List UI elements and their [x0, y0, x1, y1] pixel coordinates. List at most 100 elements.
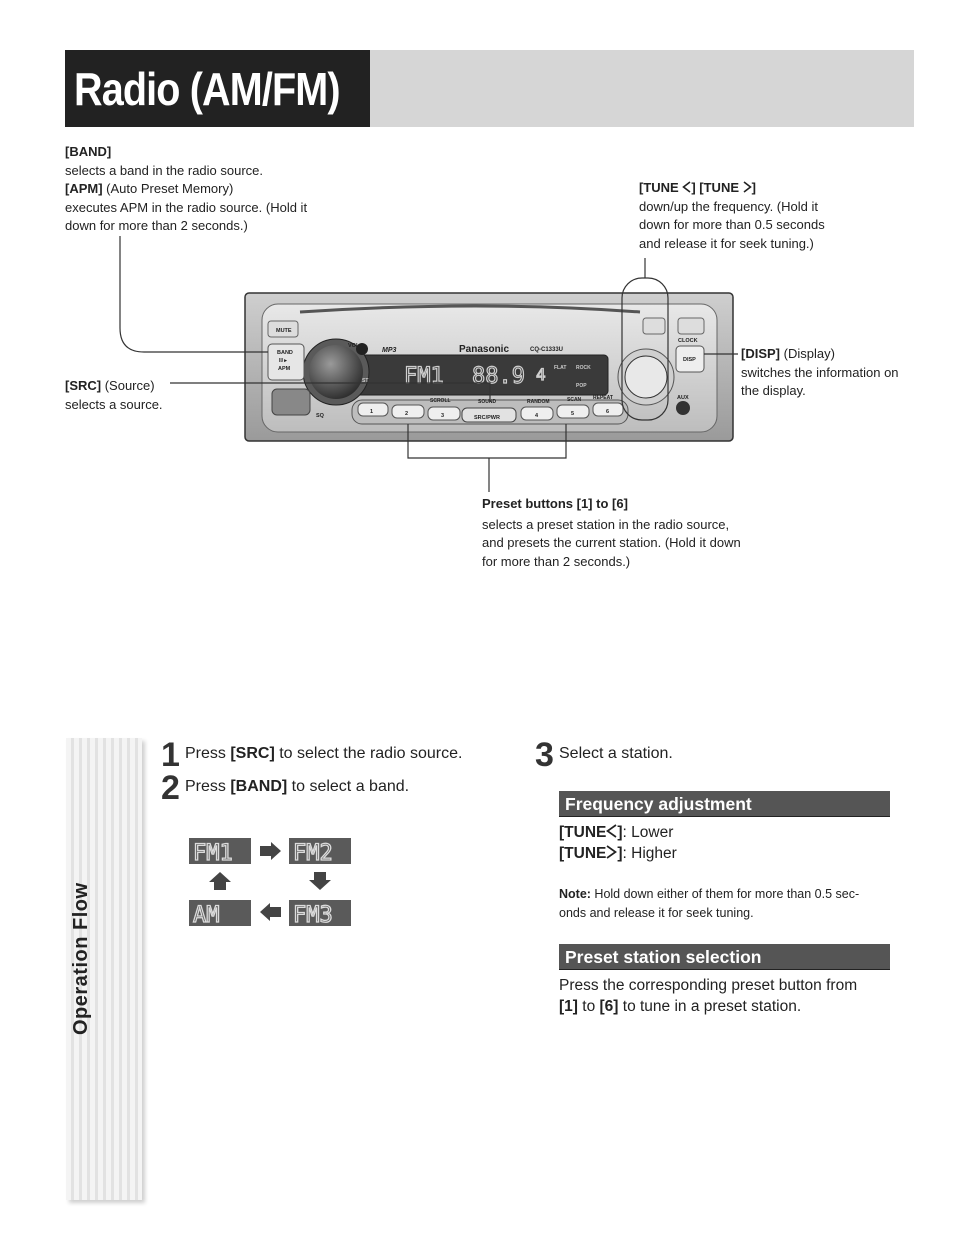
- mute-label: MUTE: [276, 328, 292, 334]
- apm-key-suffix: (Auto Preset Memory): [102, 181, 234, 196]
- apm-label: APM: [278, 366, 291, 372]
- step-2-text: Press [BAND] to select a band.: [185, 778, 409, 796]
- preset-selection-heading: Preset station selection: [559, 944, 890, 970]
- arrow-left-icon: [260, 903, 281, 921]
- src-pwr-button[interactable]: [461, 407, 517, 423]
- preset-mid: to: [577, 998, 600, 1015]
- src-leader-line: [170, 382, 491, 402]
- step-1-pre: Press: [185, 745, 231, 762]
- disp-key-suffix: (Display): [780, 346, 835, 361]
- chevron-left-icon: [606, 824, 617, 838]
- disp-callout: [DISP] (Display) switches the informatio…: [741, 345, 931, 401]
- display-channel-readout: 4: [536, 365, 546, 384]
- band-callout: [BAND] selects a band in the radio sourc…: [65, 143, 325, 236]
- model-label: CQ-C1333U: [530, 347, 563, 353]
- disp-desc-1: switches the information on: [741, 364, 899, 380]
- clock-button[interactable]: [677, 317, 705, 335]
- preset-desc-2: and presets the current station. (Hold i…: [482, 535, 741, 550]
- preset-button-6[interactable]: [592, 402, 624, 417]
- arrow-right-icon: [260, 842, 281, 860]
- repeat-label: REPEAT: [593, 395, 613, 401]
- note-line-2: onds and release it for seek tuning.: [559, 906, 754, 920]
- tune-higher-text: : Higher: [622, 845, 677, 862]
- preset-label-5: 5: [571, 411, 574, 417]
- frequency-note: Note: Hold down either of them for more …: [559, 885, 889, 923]
- preset-post: to tune in a preset station.: [618, 998, 802, 1015]
- preset-buttons[interactable]: [357, 402, 624, 423]
- band-label: BAND: [277, 350, 293, 356]
- tune-lower-text: : Lower: [622, 824, 674, 841]
- disp-label: DISP: [683, 357, 696, 363]
- tune-key-b: ] [TUNE: [691, 180, 743, 195]
- tune-lower-key: [TUNE: [559, 824, 607, 841]
- tune-pad[interactable]: [624, 355, 668, 399]
- band-am-box: [189, 900, 251, 926]
- note-label: Note:: [559, 887, 591, 901]
- tune-callout: [TUNE ] [TUNE ] down/up the frequency. (…: [639, 179, 849, 253]
- tune-lower-key-end: ]: [617, 824, 623, 841]
- src-desc: selects a source.: [65, 396, 163, 412]
- preset-label-3: 3: [441, 413, 444, 419]
- preset-button-5[interactable]: [556, 404, 590, 419]
- random-label: RANDOM: [527, 399, 550, 405]
- scan-label: SCAN: [567, 397, 582, 403]
- preset-button-3[interactable]: [427, 406, 461, 421]
- src-pwr-label: SRC/PWR: [474, 415, 500, 421]
- preset-label-1: 1: [370, 409, 373, 415]
- aux-jack: [676, 401, 690, 415]
- preset-desc-1: selects a preset station in the radio so…: [482, 516, 730, 532]
- step-2-post: to select a band.: [287, 778, 410, 795]
- band-desc: selects a band in the radio source.: [65, 162, 264, 178]
- preset-button-1[interactable]: [357, 402, 389, 417]
- operation-flow-tab: [66, 738, 142, 1200]
- src-key-suffix: (Source): [101, 378, 155, 393]
- flat-indicator: FLAT: [554, 365, 566, 371]
- tune-desc-1: down/up the frequency. (Hold it: [639, 198, 818, 214]
- disp-button[interactable]: [675, 345, 705, 373]
- st-indicator: ST: [362, 378, 368, 384]
- tune-key-c: ]: [751, 180, 756, 195]
- step-1-post: to select the radio source.: [274, 745, 463, 762]
- apm-desc-2: down for more than 2 seconds.): [65, 218, 248, 233]
- step-2-pre: Press: [185, 778, 231, 795]
- mute-button[interactable]: [267, 320, 299, 338]
- preset-callout: Preset buttons [1] to [6] selects a pres…: [482, 495, 772, 571]
- scroll-label: SCROLL: [430, 398, 451, 404]
- band-fm3-box: [289, 900, 351, 926]
- sq-button[interactable]: [271, 388, 311, 416]
- sq-label: SQ: [316, 413, 325, 419]
- preset-button-2[interactable]: [391, 404, 425, 419]
- step-1-number: 1: [161, 736, 180, 774]
- step-3-number: 3: [535, 736, 554, 774]
- band-fm1-box: [189, 838, 251, 864]
- pop-indicator: POP: [576, 383, 587, 389]
- volume-knob[interactable]: [309, 345, 363, 399]
- band-cycle-diagram: FM1 FM2 AM FM3: [189, 838, 351, 929]
- chevron-left-icon: [682, 181, 691, 193]
- band-am-text: AM: [193, 903, 220, 928]
- src-callout: [SRC] (Source) selects a source.: [65, 377, 185, 414]
- preset-selection-line-1: Press the corresponding preset button fr…: [559, 977, 858, 994]
- preset-label-4: 4: [535, 413, 539, 419]
- tune-highlight: [621, 277, 669, 421]
- eject-button[interactable]: [642, 317, 666, 335]
- step-3-text: Select a station.: [559, 745, 673, 762]
- vol-label: VOL: [348, 343, 360, 349]
- tune-higher-key-end: ]: [617, 845, 623, 862]
- mp3-label: MP3: [382, 347, 397, 354]
- operation-flow-label: Operation Flow: [70, 882, 92, 1035]
- preset-selection-line-2: [1] to [6] to tune in a preset station.: [559, 996, 857, 1017]
- brand-label: Panasonic: [459, 344, 509, 355]
- band-apm-button[interactable]: [267, 343, 305, 381]
- disp-desc-2: the display.: [741, 383, 806, 398]
- step-2-number: 2: [161, 769, 180, 807]
- preset-key-6: [6]: [599, 998, 619, 1015]
- preset-button-4[interactable]: [520, 406, 554, 421]
- car-stereo-illustration: Panasonic CQ-C1333U MP3 MUTE BAND II/► A…: [119, 236, 738, 492]
- tune-desc-3: and release it for seek tuning.): [639, 235, 814, 251]
- band-sub-label: II/►: [279, 358, 288, 364]
- arrow-down-icon: [309, 872, 331, 890]
- sound-label: SOUND: [478, 399, 496, 405]
- rock-indicator: ROCK: [576, 365, 591, 371]
- frequency-lower-line: [TUNE]: Lower: [559, 822, 673, 843]
